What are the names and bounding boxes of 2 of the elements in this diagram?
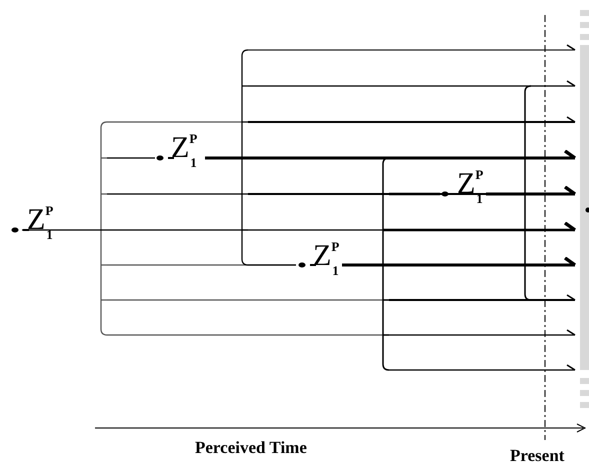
- axis-label: Present: [510, 447, 564, 464]
- axis-label: Perceived Time: [195, 439, 307, 456]
